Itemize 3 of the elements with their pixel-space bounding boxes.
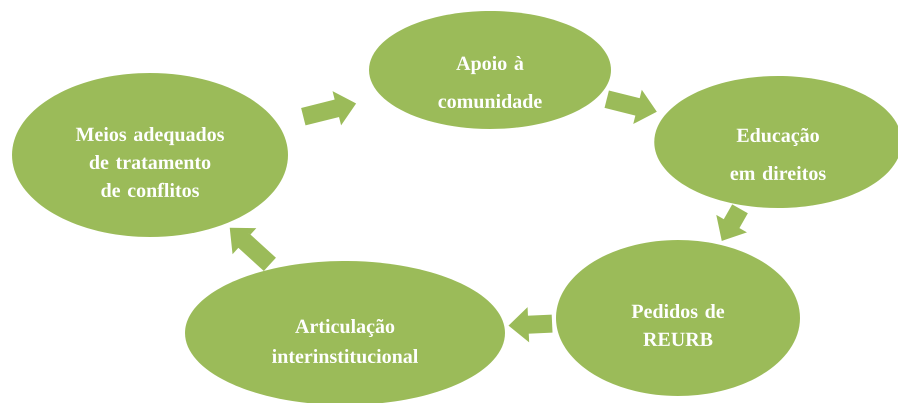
ellipse-node: Apoio à comunidade [369, 11, 611, 129]
ellipse-node: Meios adequados de tratamento de conflitos [12, 73, 288, 237]
ellipse-node: Pedidos de REURB [556, 240, 800, 396]
